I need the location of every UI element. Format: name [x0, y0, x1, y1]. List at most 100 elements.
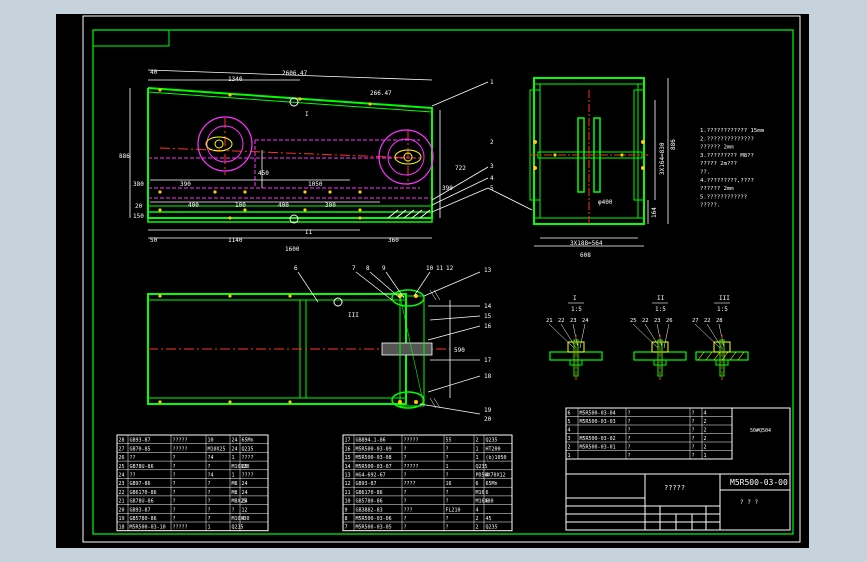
bom-cell: ?	[173, 490, 176, 496]
bom-cell: 7	[345, 525, 348, 531]
bom-cell: 18	[119, 525, 125, 531]
bearing-right	[378, 129, 434, 185]
dim-400b: 400	[278, 202, 289, 209]
bom-cell: M10X25	[208, 446, 226, 452]
bom-cell: 1	[446, 464, 449, 470]
dim-slope-right: 266.47	[370, 90, 392, 97]
bom-cell: ?	[692, 445, 695, 451]
note-line: ?????? 2mm	[700, 145, 734, 151]
bom-cell: ?	[692, 428, 695, 434]
dim-overall-slope: 2606.47	[282, 70, 308, 77]
bom-cell: ?	[446, 490, 449, 496]
bom-cell: ?	[173, 464, 176, 470]
section-part-no: 22	[704, 318, 711, 324]
bom-cell: M5R500-03-07	[356, 464, 392, 470]
note-line: 5.????????????	[700, 194, 747, 200]
bom-cell: 2	[476, 525, 479, 531]
bom-cell: ?	[173, 507, 176, 513]
bom-cell: M5R500-03-08	[356, 455, 392, 461]
dim-608: 608	[580, 252, 591, 259]
bom-extra: 50#Q504	[750, 428, 771, 434]
section-part-no: 27	[692, 318, 699, 324]
bom-cell: 23	[119, 481, 125, 487]
bom-cell: ?	[404, 455, 407, 461]
bottom-view: III 590	[147, 265, 492, 423]
bom-cell: ?	[446, 525, 449, 531]
dim-150: 150	[133, 213, 144, 220]
bom-cell: 20	[119, 507, 125, 513]
bom-cell: ?	[173, 516, 176, 522]
bom-cell: 1	[208, 525, 211, 531]
drawing-number: M5R500-03-00	[730, 478, 788, 487]
bom-cell: 2	[476, 516, 479, 522]
bom-cell: 24	[242, 499, 248, 505]
bom-cell: ?4	[208, 455, 214, 461]
section-roman: II	[657, 295, 665, 302]
bom-cell: 22	[119, 490, 125, 496]
bom-cell: ?	[628, 419, 631, 425]
bom-cell: ?	[628, 428, 631, 434]
bom-cell: ?	[692, 453, 695, 459]
bom-cell: GB5780-86	[130, 516, 157, 522]
bom-cell: 21	[119, 499, 125, 505]
dim-886-side: 886	[670, 139, 677, 150]
header-block	[92, 29, 170, 47]
bom-cell: 8	[345, 516, 348, 522]
bom-cell: 24	[119, 473, 125, 479]
callout-5: 5	[490, 185, 494, 192]
section-part-no: 25	[630, 318, 637, 324]
bom-cell: ?	[404, 525, 407, 531]
bottom-callout: 6	[294, 265, 298, 272]
bom-cell: 6	[486, 490, 489, 496]
bom-cell: ??	[130, 473, 136, 479]
bom-cell: M8	[232, 490, 238, 496]
drawing-viewport[interactable]: 2606.47 1340 266.47 886 380 390 450 1050…	[56, 14, 809, 548]
section-part-no: 23	[654, 318, 661, 324]
bom-cell: 65Mn	[242, 438, 254, 444]
bom-cell: 45	[486, 516, 492, 522]
bom-cell: ?4	[208, 473, 214, 479]
dim-300: 300	[325, 202, 336, 209]
bom-cell: 27	[119, 446, 125, 452]
bottom-callout: 12	[446, 265, 454, 272]
inner-frame	[92, 29, 794, 535]
bom-cell: 3	[568, 436, 571, 442]
bom-cell: ?	[446, 446, 449, 452]
section-part-no: 22	[558, 318, 565, 324]
section-ratio: 1:5	[717, 306, 728, 313]
bom-cell: 2	[568, 445, 571, 451]
bottom-callout: 9	[382, 265, 386, 272]
section-ratio: 1:5	[655, 306, 666, 313]
bom-cell: ?	[404, 473, 407, 479]
bom-cell: M10X30	[232, 516, 250, 522]
note-line: ?????.	[700, 203, 720, 209]
bom-cell: ?	[208, 507, 211, 513]
bom-cell: ??	[130, 455, 136, 461]
bom-cell: GB3882-83	[356, 507, 383, 513]
dim-390: 390	[180, 181, 191, 188]
bom-cell: GB894.1-86	[356, 438, 386, 444]
bom-cell: 1	[476, 446, 479, 452]
bom-cell: 2	[704, 419, 707, 425]
bom-cell: M5R500-03-06	[356, 516, 392, 522]
bom-cell: ?	[208, 516, 211, 522]
bom-cell: M16X80	[476, 499, 494, 505]
bom-cell: 4	[568, 428, 571, 434]
bottom-callout: 20	[484, 416, 492, 423]
bom-cell: 16	[446, 481, 452, 487]
bom-cell: 17	[345, 438, 351, 444]
bom-cell: GB78U-86	[130, 499, 154, 505]
bom-cell: ????	[404, 481, 416, 487]
dim-722: 722	[455, 165, 466, 172]
bom-cell: ?	[628, 436, 631, 442]
bom-cell: 1	[476, 455, 479, 461]
bom-cell: 4	[476, 507, 479, 513]
bom-cell: 12	[242, 507, 248, 513]
bom-cell: HT200	[486, 446, 501, 452]
section-part-no: 26	[666, 318, 673, 324]
bom-cell: HG4-692-67	[356, 473, 386, 479]
bom-cell: 14	[345, 464, 351, 470]
bom-cell: M16	[476, 490, 485, 496]
